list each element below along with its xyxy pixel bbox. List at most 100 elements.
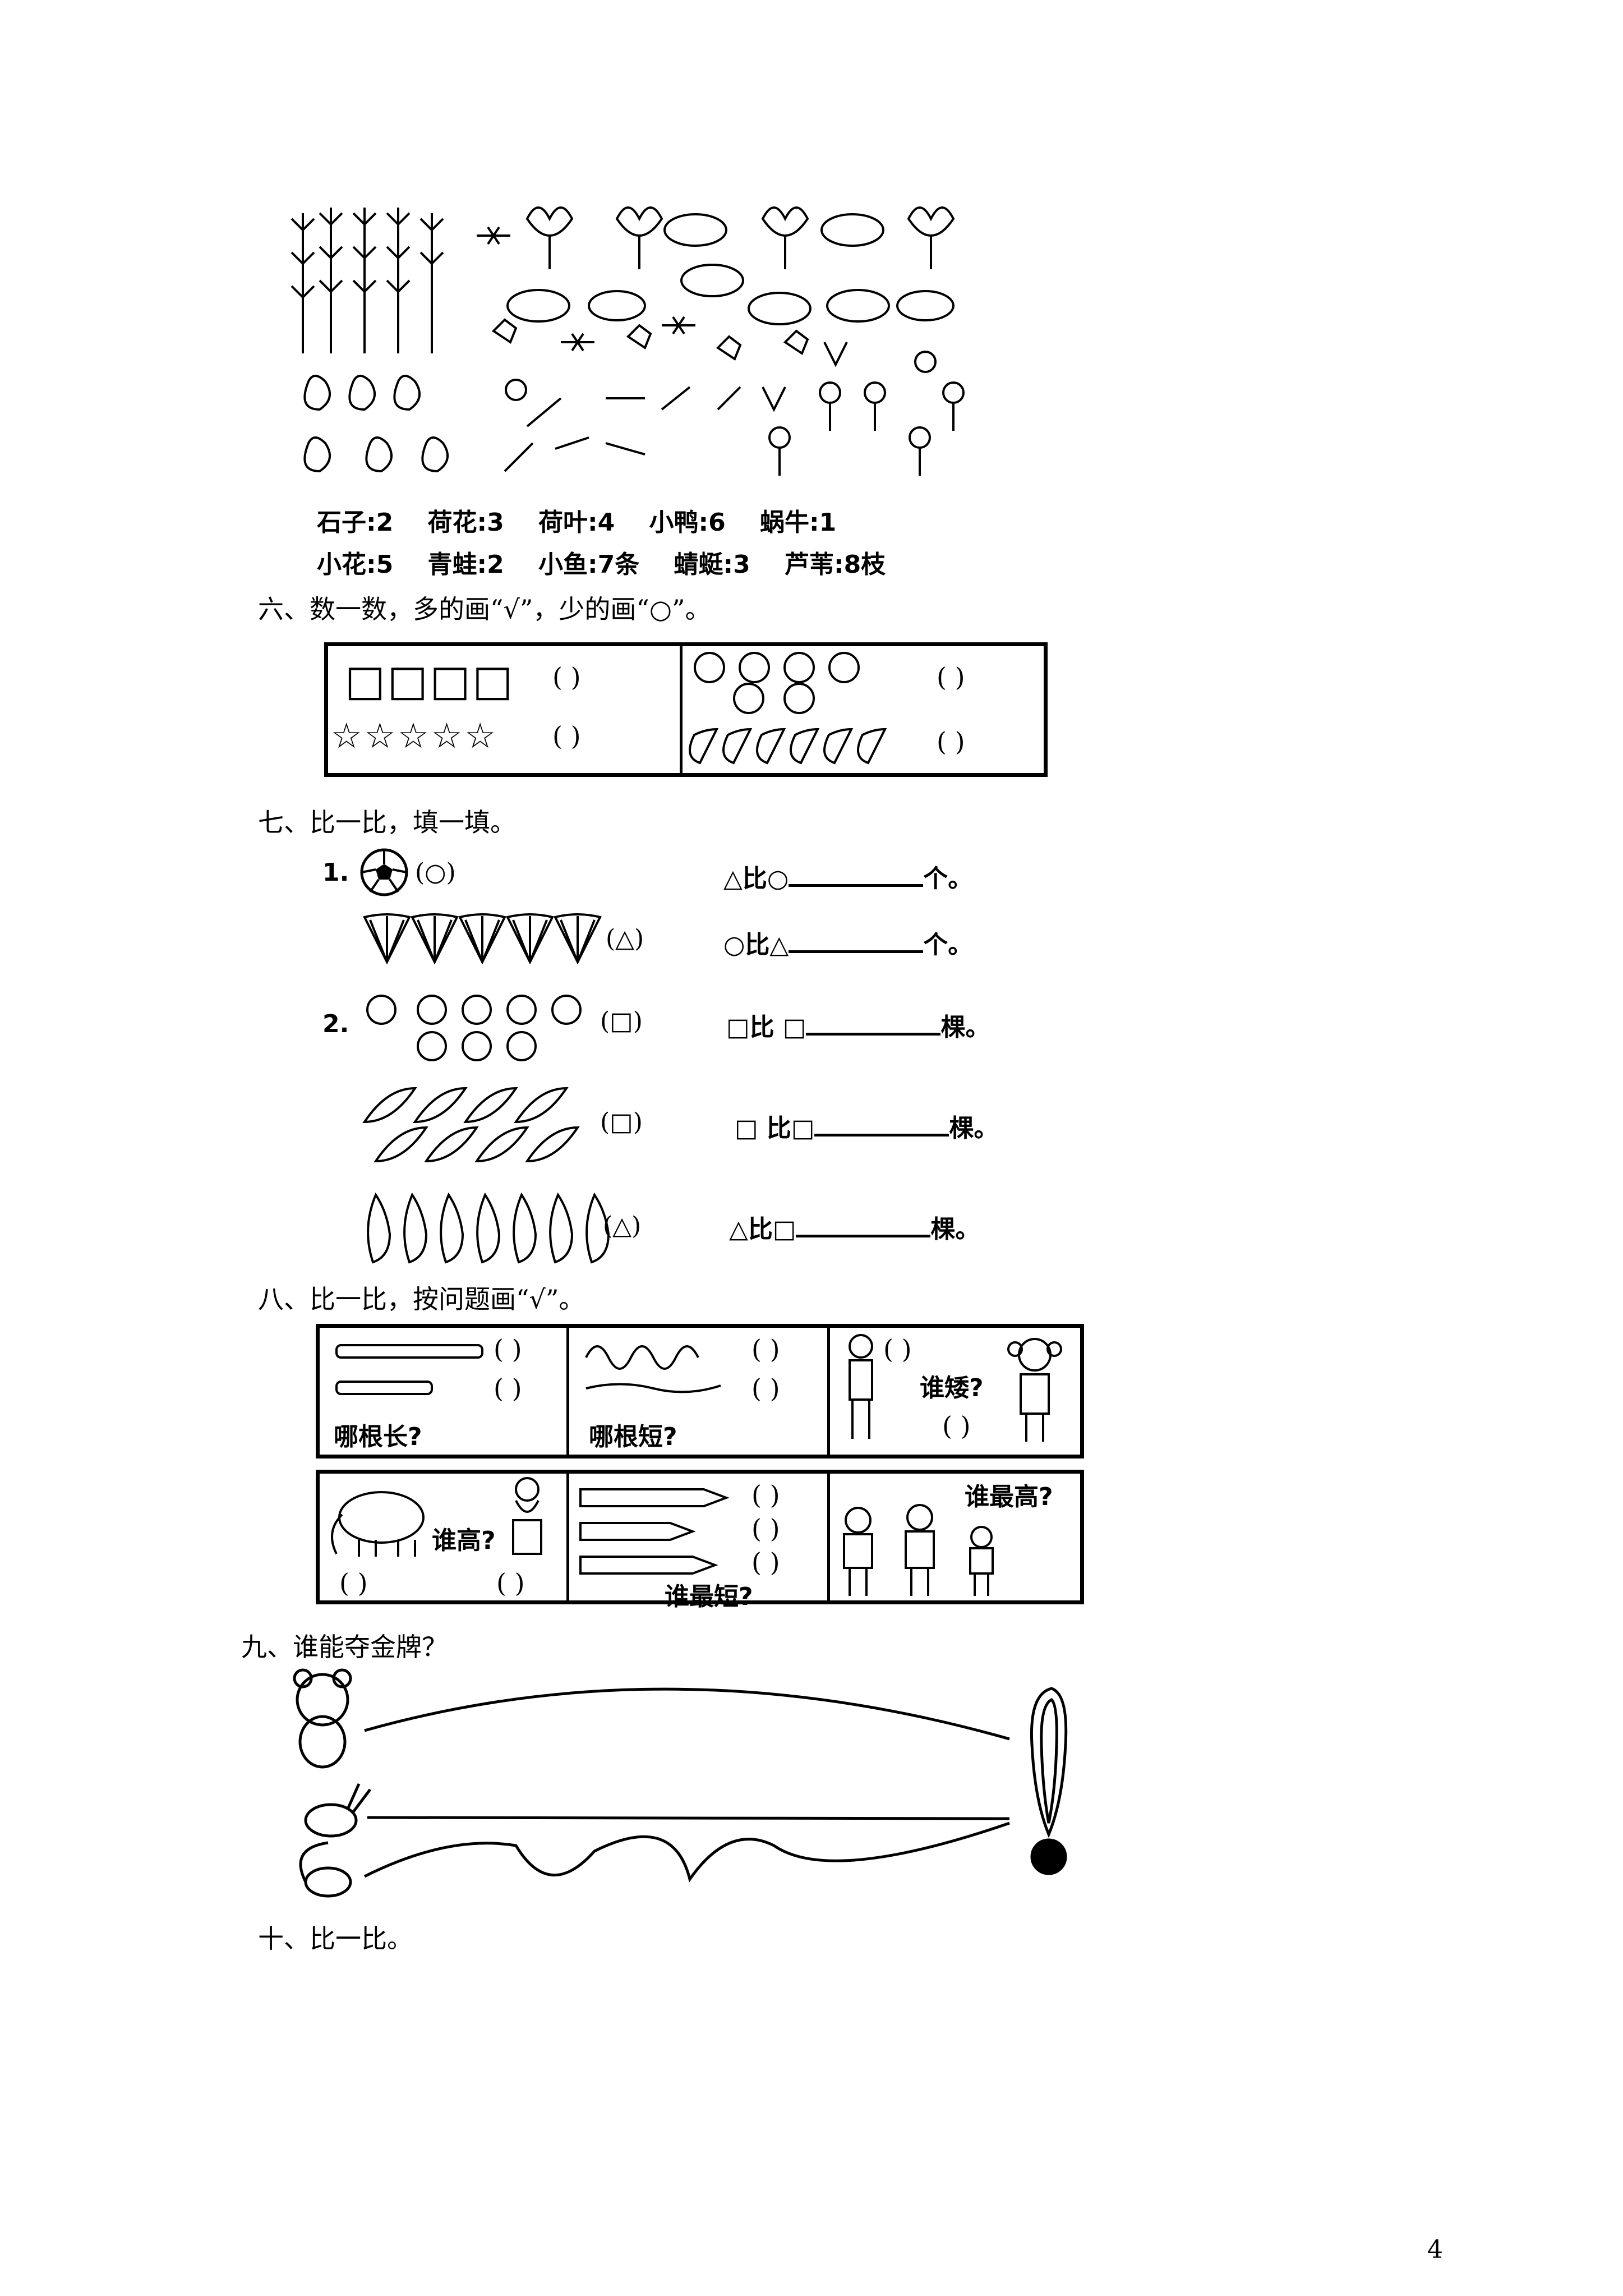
q2-line2-prefix: 比□: [766, 1114, 815, 1143]
gold-medal-icon: [1030, 1687, 1068, 1875]
square-row: □□□□: [345, 655, 515, 705]
short-stick-paren[interactable]: ( ): [494, 1373, 522, 1404]
section-9-title: 九、谁能夺金牌？: [241, 1632, 448, 1662]
gentle-line: [585, 1383, 721, 1393]
box2-divider-2: [827, 1470, 830, 1604]
short-stick: [335, 1381, 433, 1395]
q1-fan-tag: (△): [606, 924, 644, 953]
q2-cabbage-tag: (□): [600, 1007, 643, 1036]
eggplant-row: [367, 1192, 610, 1264]
q2-line1: □比 □棵。: [726, 1007, 990, 1043]
q2-line3-prefix: △比□: [729, 1215, 796, 1244]
pencil-2-paren[interactable]: ( ): [751, 1513, 780, 1544]
apple-row: [694, 652, 860, 714]
q2-line1-blank[interactable]: [806, 1010, 941, 1036]
reed-group: [291, 208, 444, 353]
q2-eggplant-tag: (△): [603, 1212, 642, 1240]
q2-line2-blank[interactable]: [814, 1111, 949, 1137]
ducks: [303, 375, 449, 473]
pencil-3-paren[interactable]: ( ): [751, 1547, 780, 1577]
pencils: [579, 1488, 730, 1575]
bear-icon: [293, 1668, 352, 1769]
three-children: [843, 1504, 994, 1596]
which-long-question: 哪根长?: [334, 1423, 422, 1451]
boy-paren[interactable]: ( ): [883, 1334, 912, 1364]
long-stick: [335, 1344, 483, 1359]
girl-figure: [1007, 1338, 1062, 1442]
bear-path-curved: [364, 1687, 1010, 1741]
count-reed: 芦苇:8枝: [785, 550, 886, 579]
dragonflies: [477, 226, 695, 352]
bean-row: [362, 1087, 580, 1163]
q2-line1-suffix: 棵。: [940, 1013, 990, 1042]
fish: [504, 386, 741, 472]
elephant-figure: [331, 1491, 425, 1557]
girl-paren[interactable]: ( ): [942, 1411, 971, 1441]
count-row-1: 石子:2 荷花:3 荷叶:4 小鸭:6 蜗牛:1: [317, 502, 836, 538]
section-7-title: 七、比一比，填一填。: [258, 807, 516, 838]
q2-bean-tag: (□): [600, 1108, 643, 1137]
section-8-box-2: [316, 1470, 1084, 1604]
star-answer-paren[interactable]: ( ): [552, 721, 581, 751]
q1-line1-suffix: 个。: [923, 864, 973, 893]
long-stick-paren[interactable]: ( ): [494, 1334, 522, 1364]
q2-number: 2.: [322, 1010, 349, 1038]
squirrel-path-wavy: [363, 1821, 1010, 1883]
section-8-title: 八、比一比，按问题画“√”。: [258, 1284, 585, 1314]
small-flowers: [768, 381, 965, 476]
page-number: 4: [1427, 2235, 1443, 2264]
race-illustration: [293, 1668, 1068, 1898]
star-row: ☆☆☆☆☆: [331, 715, 498, 756]
q1-line1: △比○个。: [723, 858, 972, 894]
bird-on-stump: [512, 1477, 542, 1555]
who-short-question: 谁矮?: [920, 1374, 984, 1402]
cabbage-row: [366, 995, 582, 1061]
q2-line1-prefix: □比: [726, 1013, 774, 1042]
which-short-question: 哪根短?: [589, 1423, 677, 1451]
section-6-divider: [680, 642, 683, 777]
pond-illustration: [291, 206, 965, 476]
count-dragonfly: 蜻蜓:3: [674, 550, 750, 579]
section-6-title: 六、数一数，多的画“√”，少的画“○”。: [258, 594, 711, 624]
pencil-1-paren[interactable]: ( ): [751, 1480, 780, 1510]
q1-line1-blank[interactable]: [789, 862, 924, 887]
count-frog: 青蛙:2: [427, 550, 504, 579]
count-snail: 蜗牛:1: [760, 508, 837, 537]
bird-paren[interactable]: ( ): [496, 1568, 525, 1598]
rabbit-icon: [304, 1783, 371, 1838]
rabbit-path-straight: [367, 1816, 1010, 1820]
q1-ball-tag: (○): [415, 858, 456, 887]
box1-divider-2: [827, 1324, 830, 1458]
pear-row: [689, 728, 887, 765]
count-lotus-leaf: 荷叶:4: [538, 508, 615, 537]
boy-figure: [849, 1334, 873, 1439]
elephant-paren[interactable]: ( ): [339, 1568, 368, 1598]
count-fish: 小鱼:7条: [538, 550, 640, 579]
count-duck: 小鸭:6: [649, 508, 726, 537]
section-6-table: [324, 642, 1048, 777]
soccer-ball-icon: [360, 848, 408, 896]
count-flower: 小花:5: [317, 550, 394, 579]
q1-line2-blank[interactable]: [789, 928, 924, 953]
count-lotus-flower: 荷花:3: [427, 508, 504, 537]
section-10-title: 十、比一比。: [258, 1924, 413, 1954]
squirrel-icon: [299, 1841, 352, 1898]
box2-divider-1: [566, 1470, 569, 1604]
who-tall-question: 谁高?: [432, 1526, 496, 1555]
q2-line3-suffix: 棵。: [930, 1215, 980, 1244]
q2-line2: □ 比□棵。: [735, 1108, 998, 1144]
q2-line3: △比□ 棵。: [729, 1209, 980, 1245]
lotus-leaves: [506, 213, 955, 325]
q1-line2: ○比△个。: [723, 924, 972, 960]
q2-line2-suffix: 棵。: [949, 1114, 999, 1143]
section-8-box-1: [316, 1324, 1084, 1458]
wavy-line-paren[interactable]: ( ): [751, 1334, 780, 1364]
square-answer-paren[interactable]: ( ): [552, 662, 581, 692]
count-stone: 石子:2: [317, 508, 394, 537]
apple-answer-paren[interactable]: ( ): [937, 662, 965, 692]
gentle-line-paren[interactable]: ( ): [751, 1373, 780, 1404]
pear-answer-paren[interactable]: ( ): [937, 726, 965, 757]
who-tallest-question: 谁最高?: [965, 1483, 1053, 1511]
q2-line3-blank[interactable]: [796, 1212, 931, 1237]
q1-number: 1.: [322, 858, 349, 887]
